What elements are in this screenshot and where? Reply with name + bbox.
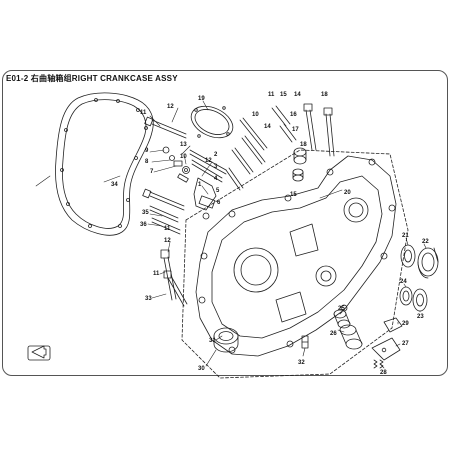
bracket-plate: [383, 317, 403, 333]
callout: 10: [180, 154, 187, 160]
callout: 15: [290, 192, 297, 198]
callout: 22: [422, 239, 429, 245]
callout: 23: [417, 314, 424, 320]
callout: 31: [209, 338, 216, 344]
diagram-frame: [2, 70, 448, 376]
title-cn: 右曲轴箱组: [30, 74, 72, 83]
callout: 11: [153, 271, 160, 277]
callout-labels: 19 34 11 12 9 8 7 13 10 12 1 2 3 4 5 6 3…: [111, 92, 429, 376]
callout: 14: [264, 124, 271, 130]
callout: 12: [205, 158, 212, 164]
bearing-24: [399, 286, 413, 306]
callout: 5: [216, 188, 220, 194]
bushing-25: [333, 309, 351, 329]
callout: 27: [402, 341, 409, 347]
callout: 14: [294, 92, 301, 98]
title-code: E01-2: [6, 74, 29, 83]
callout: 25: [338, 306, 345, 312]
callout: 18: [300, 142, 307, 148]
callout: 20: [344, 190, 351, 196]
callout: 4: [214, 176, 218, 182]
bearing-22: [417, 247, 439, 279]
title-en: RIGHT CRANKCASE ASSY: [71, 74, 178, 83]
cover-gasket: [55, 92, 154, 236]
crankshaft-bore: [233, 247, 279, 293]
callout: 12: [164, 238, 171, 244]
callout: 24: [400, 279, 407, 285]
callout: 19: [198, 96, 205, 102]
right-crankcase-body: [195, 155, 397, 357]
callout: 10: [252, 112, 259, 118]
callout: 11: [268, 92, 275, 98]
cover-gasket-inner: [62, 99, 147, 229]
callout: 12: [167, 104, 174, 110]
bearing-23: [412, 288, 428, 312]
callout: 29: [402, 321, 409, 327]
callout: 16: [290, 112, 297, 118]
callout: 11: [164, 226, 171, 232]
bearing-bore-lower: [315, 265, 337, 287]
bolts-top-right: [225, 103, 335, 191]
sealing-plate: [190, 105, 234, 139]
callout: 6: [217, 200, 221, 206]
callout: 35: [142, 210, 149, 216]
spring-bracket: [371, 337, 401, 361]
callout: 2: [214, 152, 218, 158]
callout: 7: [150, 169, 154, 175]
callout: 15: [280, 92, 287, 98]
leader-lines: [35, 100, 427, 369]
oil-seal: [213, 327, 239, 345]
bushing-26: [339, 324, 363, 350]
gasket-bolt-holes: [60, 98, 148, 228]
callout: 21: [402, 233, 409, 239]
callout: 9: [145, 148, 149, 154]
callout: 26: [330, 331, 337, 337]
callout: 18: [321, 92, 328, 98]
front-arrow-icon: [27, 345, 51, 361]
assembly-outline: [181, 149, 409, 379]
bearing-bore-upper: [343, 197, 369, 223]
callout: 13: [180, 142, 187, 148]
callout: 36: [140, 222, 147, 228]
diagram-title: E01-2 右曲轴箱组RIGHT CRANKCASE ASSY: [6, 73, 178, 84]
case-bolt-bosses: [198, 158, 396, 354]
sealing-plate-inner: [194, 109, 230, 135]
callout: 11: [140, 110, 147, 116]
callout: 3: [214, 164, 218, 170]
bearing-21: [400, 244, 416, 268]
callout: 17: [292, 127, 299, 133]
callout: 8: [145, 159, 149, 165]
callout: 28: [380, 370, 387, 376]
crankcase-inner-wall: [211, 175, 383, 339]
callout: 1: [198, 182, 202, 188]
callout: 34: [111, 182, 118, 188]
callout: 30: [198, 366, 205, 372]
callout: 32: [298, 360, 305, 366]
callout: 33: [145, 296, 152, 302]
long-bolts-left: [142, 116, 188, 307]
